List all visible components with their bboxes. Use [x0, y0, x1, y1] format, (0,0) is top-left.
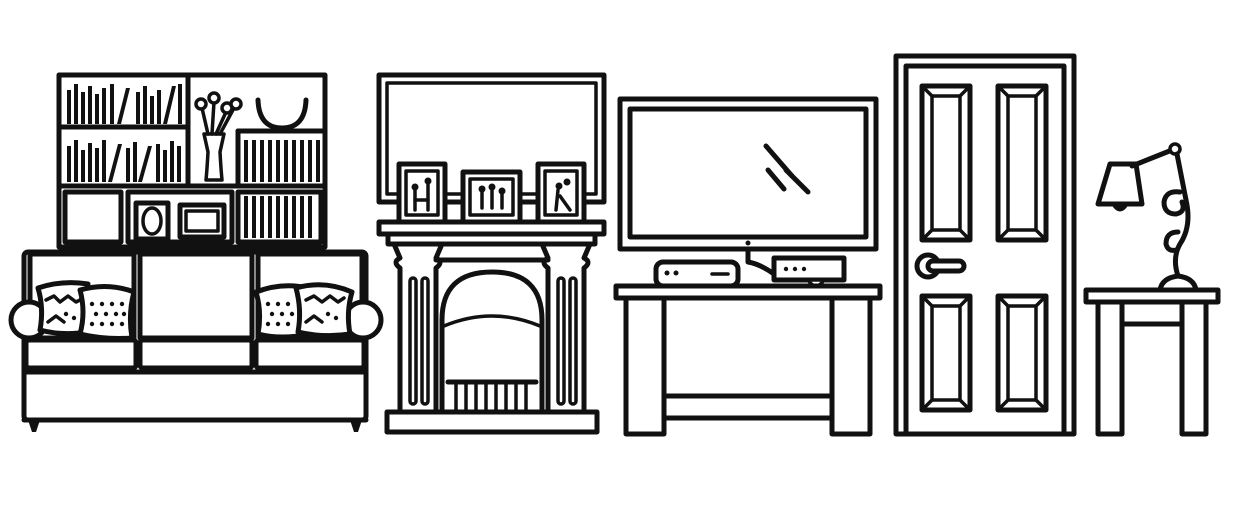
fireplace-icon	[376, 219, 607, 435]
door-panel	[995, 83, 1049, 243]
pillow-icon	[77, 284, 137, 341]
television-icon	[617, 96, 879, 277]
media-box-icon	[771, 255, 847, 288]
side-table-icon	[1083, 287, 1221, 437]
media-box-icon	[653, 259, 741, 289]
books-row-middle	[67, 140, 181, 182]
door-panel	[919, 83, 973, 243]
door-icon	[893, 53, 1077, 437]
sofa-icon	[8, 249, 384, 432]
door-panel	[995, 293, 1049, 413]
pillow-icon	[253, 283, 311, 340]
books-row-top	[67, 84, 182, 124]
bowl-icon	[255, 97, 309, 131]
grate-icon	[445, 379, 539, 412]
table-lamp-icon	[1095, 142, 1199, 293]
picture-frame-icon	[535, 161, 587, 225]
door-panel	[919, 293, 973, 413]
books-row-right	[244, 140, 320, 182]
picture-frame-icon	[460, 169, 523, 225]
bookshelf-icon	[56, 72, 328, 250]
pillow-icon	[293, 282, 355, 339]
tv-stand-icon	[613, 283, 883, 437]
flower-vase-icon	[194, 91, 243, 182]
picture-frame-icon	[396, 161, 448, 225]
books-row-bottom	[235, 189, 324, 245]
door-handle-icon	[914, 252, 967, 280]
